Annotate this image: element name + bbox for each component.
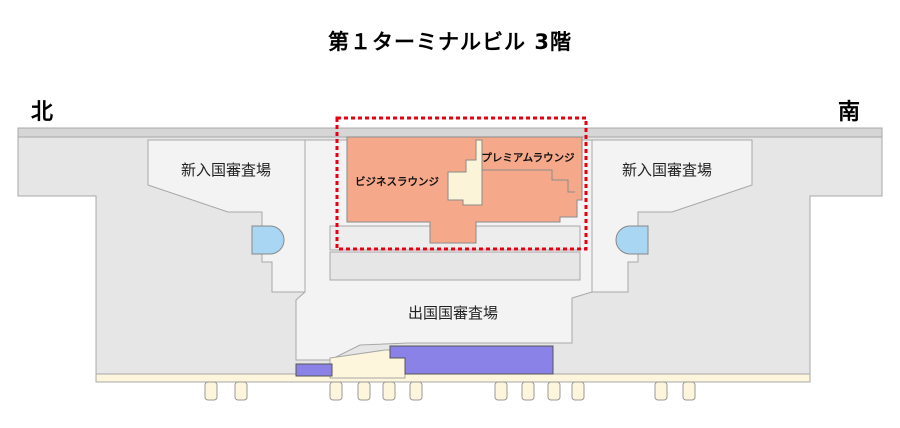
premium-lounge-label: プレミアムラウンジ <box>481 151 575 164</box>
lounge-divider <box>482 169 575 193</box>
purple-room-small <box>295 363 333 377</box>
north-wall-band <box>17 127 883 138</box>
immigration-south-label: 新入国審査場 <box>622 161 712 179</box>
lounge-core <box>447 139 483 206</box>
north-label: 北 <box>31 100 54 125</box>
departure-immigration-label: 出国国審査場 <box>408 304 498 322</box>
north-rotunda <box>251 225 285 255</box>
south-rotunda <box>615 225 649 255</box>
lounge-highlight-frame <box>335 116 588 251</box>
business-lounge-label: ビジネスラウンジ <box>355 175 439 188</box>
bottom-concourse <box>95 373 811 383</box>
page-title: 第１ターミナルビル 3階 <box>328 30 572 54</box>
immigration-north-label: 新入国審査場 <box>181 161 271 179</box>
corridor-strip <box>329 251 581 281</box>
gate-connectors <box>204 381 696 401</box>
purple-room-large <box>389 345 554 375</box>
south-label: 南 <box>838 100 861 125</box>
